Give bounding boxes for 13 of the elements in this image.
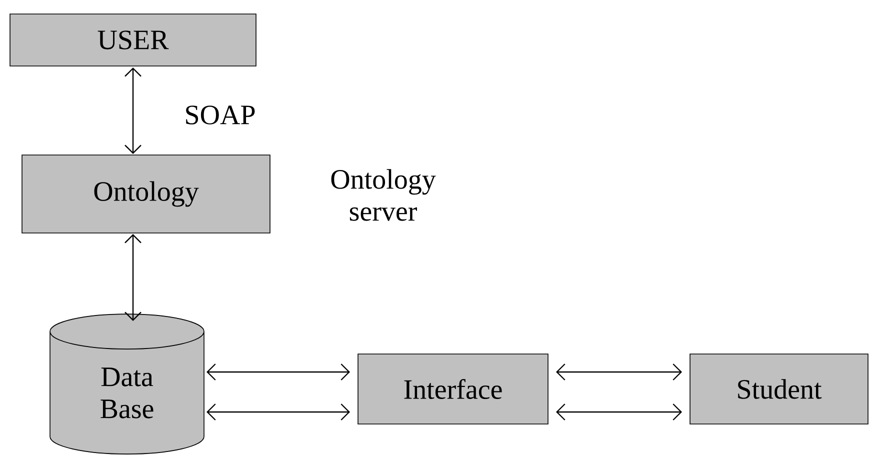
arrow: [206, 364, 350, 380]
arrow: [124, 68, 142, 154]
process-box: Ontology: [22, 154, 270, 234]
arrow: [206, 404, 350, 420]
process-box: USER: [10, 14, 256, 66]
arrow: [124, 234, 142, 321]
label-text: Ontology server: [331, 169, 436, 221]
process-box: Interface: [358, 354, 548, 424]
arrow: [556, 404, 682, 420]
arrow: [556, 364, 682, 380]
process-box: Student: [690, 354, 868, 424]
label-text: SOAP: [186, 106, 255, 124]
database-cylinder: Data Base: [50, 314, 204, 454]
